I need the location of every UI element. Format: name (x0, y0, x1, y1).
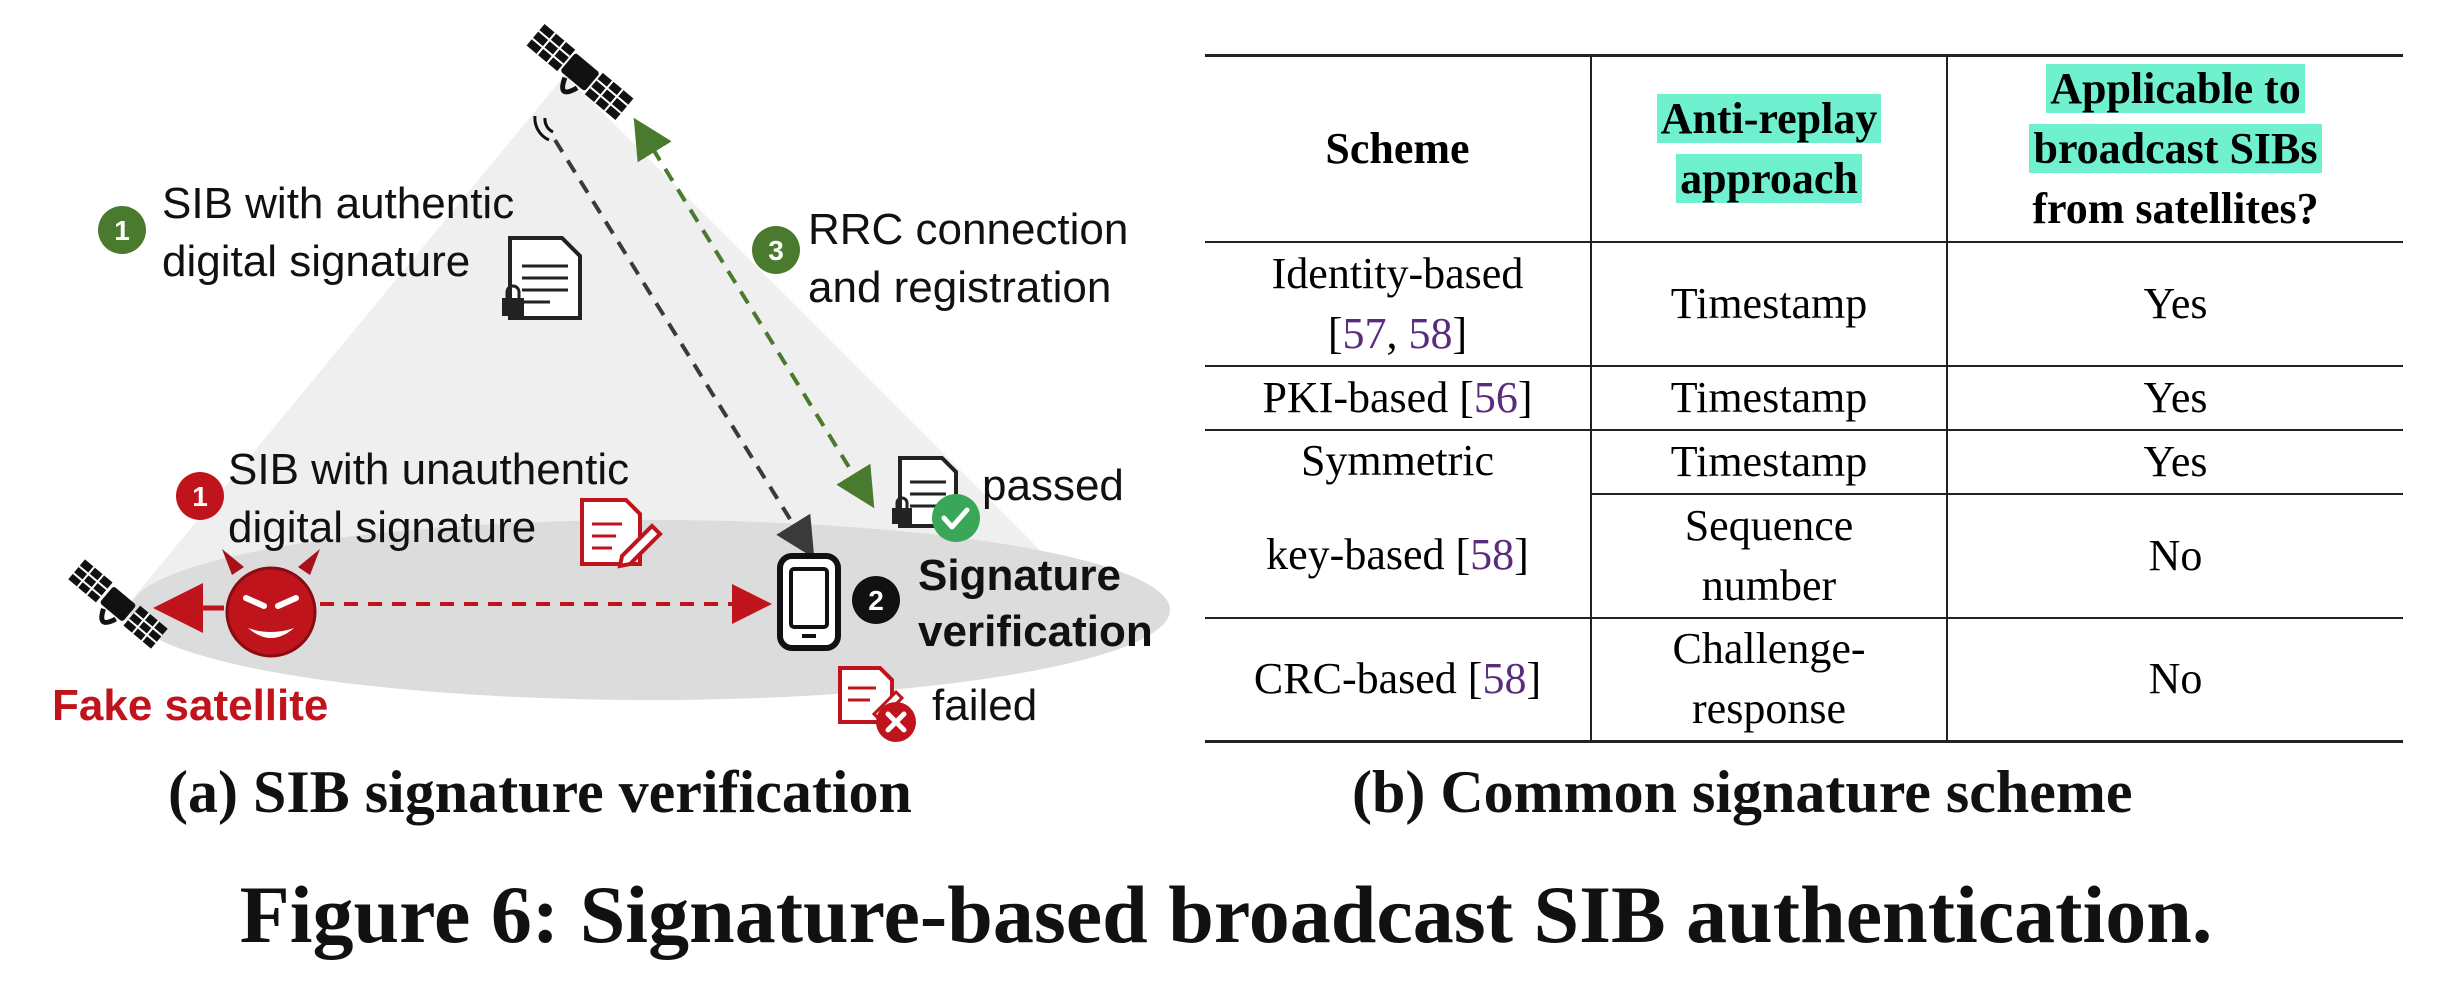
table-row: Identity-based [57, 58] Timestamp Yes (1205, 240, 2403, 367)
sib-verification-diagram: 1 SIB with authentic digital signature 3… (52, 23, 1170, 742)
table-row: PKI-based [56] Timestamp Yes (1205, 364, 2403, 431)
approach-symmetric-timestamp: Timestamp (1590, 428, 1948, 495)
approach-symmetric-sequence: Sequence number (1591, 492, 1948, 619)
signed-document-icon (502, 236, 582, 320)
applicable-symmetric-sequence: No (1946, 492, 2403, 619)
step2-badge (852, 576, 900, 624)
applicable-pki: Yes (1946, 364, 2403, 431)
signature-scheme-table-container: Scheme Anti-replay approach Applicable t… (1205, 54, 2405, 743)
approach-identity: Timestamp (1590, 240, 1948, 367)
table-row: Sequence number No (1205, 492, 2403, 619)
check-icon (932, 494, 980, 542)
step3-number: 3 (768, 235, 784, 266)
scheme-crc: CRC-based [58] (1205, 616, 1592, 743)
approach-pki: Timestamp (1590, 364, 1948, 431)
cross-icon (876, 702, 916, 742)
step2-number: 2 (868, 585, 884, 616)
real-satellite-icon (526, 23, 634, 121)
header-scheme: Scheme (1205, 54, 1592, 243)
subcaption-b: (b) Common signature scheme (1352, 759, 2133, 825)
passed-label: passed (982, 461, 1124, 510)
applicable-symmetric-timestamp: Yes (1946, 428, 2403, 495)
step1-badge (98, 206, 146, 254)
ground-area (130, 520, 1170, 700)
phone-icon (777, 553, 841, 651)
table-header-row: Scheme Anti-replay approach Applicable t… (1205, 54, 2403, 243)
rrc-arrow (633, 117, 875, 509)
subcaption-a: (a) SIB signature verification (168, 759, 912, 825)
approach-crc: Challenge- response (1590, 616, 1948, 743)
signal-waves-icon (533, 115, 554, 142)
applicable-identity: Yes (1946, 240, 2403, 367)
applicable-crc: No (1946, 616, 2403, 743)
verify-line1: Signature (918, 551, 1121, 600)
attack-badge (176, 472, 224, 520)
table-row: Symmetric key-based [58] Timestamp Yes (1205, 428, 2403, 619)
header-applicable: Applicable to broadcast SIBs from satell… (1946, 54, 2403, 243)
attack-number: 1 (192, 481, 208, 512)
step1-text-line2: digital signature (162, 237, 470, 286)
tampered-document-icon (580, 498, 663, 569)
step3-text-line2: and registration (808, 263, 1111, 312)
attack-text-line2: digital signature (228, 503, 536, 552)
step3-text-line1: RRC connection (808, 205, 1128, 254)
table-row: CRC-based [58] Challenge- response No (1205, 616, 2403, 743)
scheme-pki: PKI-based [56] (1205, 364, 1592, 431)
scheme-identity: Identity-based [57, 58] (1205, 240, 1592, 367)
scheme-symmetric: Symmetric key-based [58] (1205, 428, 1592, 619)
header-anti-replay: Anti-replay approach (1590, 54, 1948, 243)
verify-line2: verification (918, 607, 1153, 656)
failed-label: failed (932, 681, 1037, 730)
step1-text-line1: SIB with authentic (162, 179, 514, 228)
fake-satellite-label: Fake satellite (52, 681, 328, 730)
step1-number: 1 (114, 215, 130, 246)
signature-scheme-table: Scheme Anti-replay approach Applicable t… (1205, 54, 2403, 743)
step3-badge (752, 226, 800, 274)
figure-caption: Figure 6: Signature-based broadcast SIB … (239, 869, 2213, 960)
attack-text-line1: SIB with unauthentic (228, 445, 629, 494)
attacker-devil-icon (222, 549, 320, 658)
